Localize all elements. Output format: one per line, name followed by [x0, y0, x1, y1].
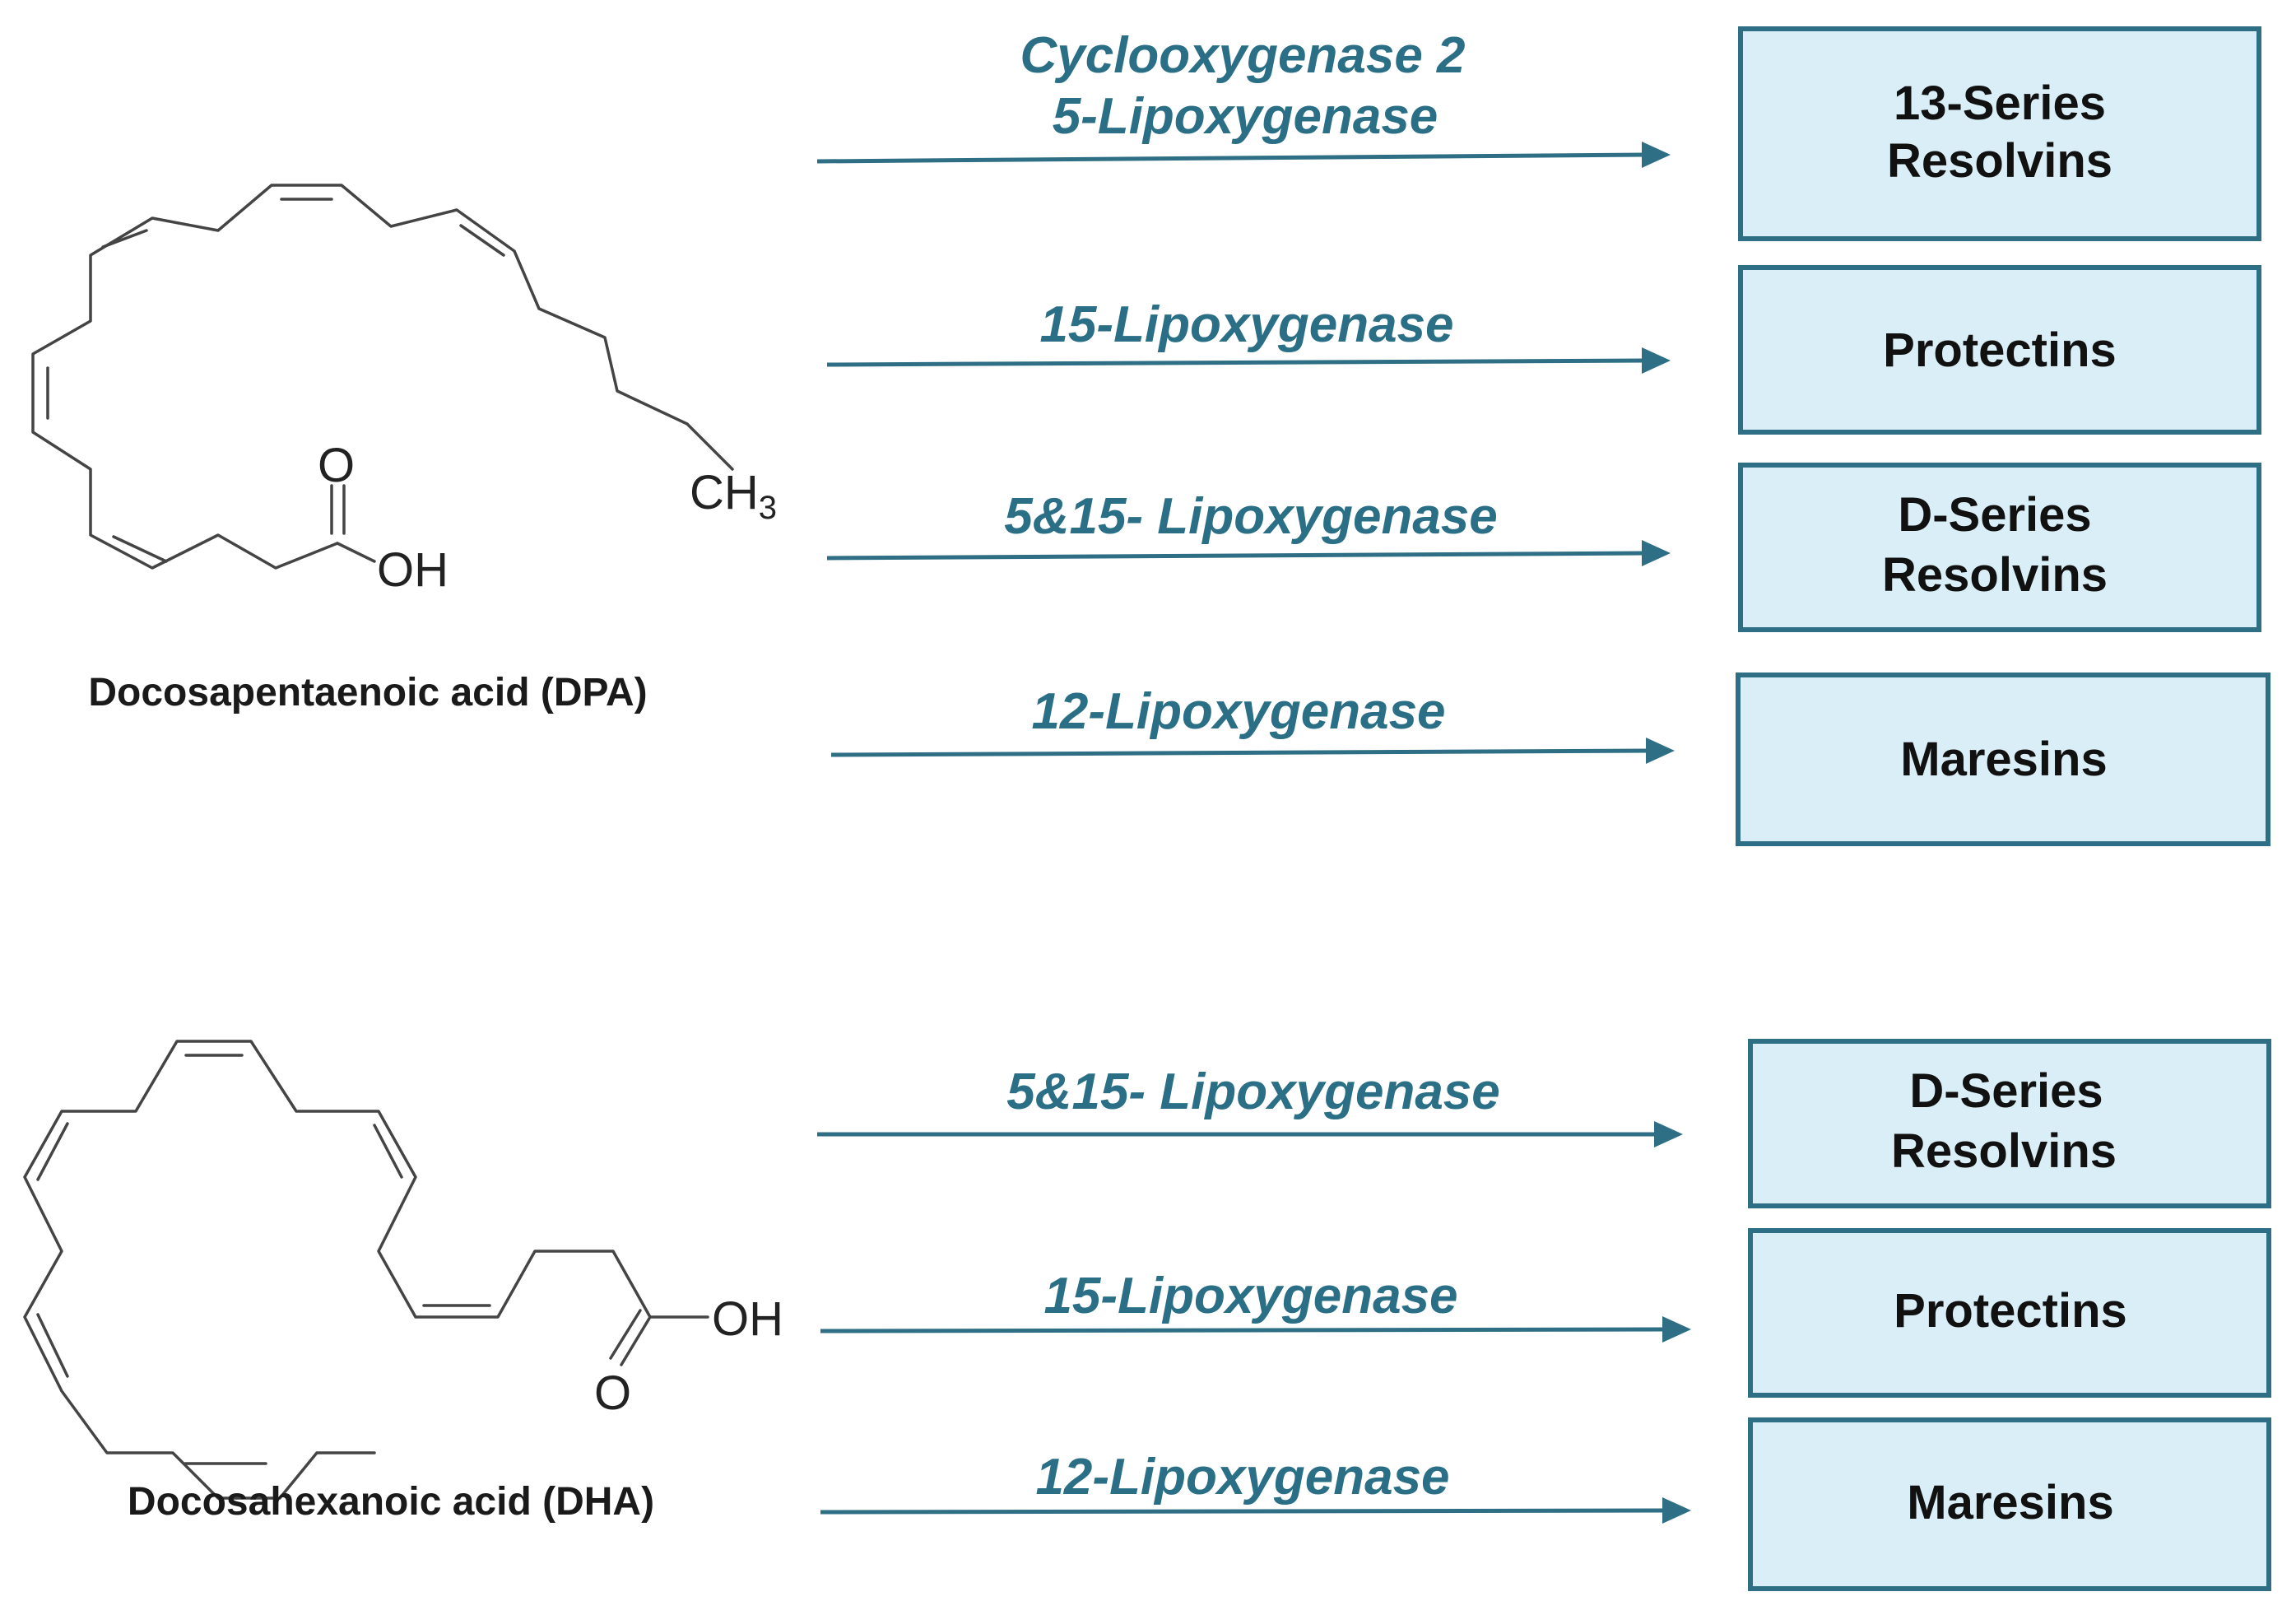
arrow-head [1642, 540, 1671, 566]
enzyme-label: 15-Lipoxygenase [1043, 1268, 1457, 1324]
arrow-head [1662, 1316, 1691, 1343]
dha-carboxyl-bonds [609, 1309, 709, 1366]
dpa-methyl-group: CH3 [690, 466, 777, 526]
arrow [830, 748, 1651, 757]
product-label: Resolvins [1887, 134, 2112, 188]
product-label: Resolvins [1882, 548, 2108, 602]
dha-pathway-12lox: 12-Lipoxygenase Maresins [820, 1417, 2271, 1591]
enzyme-label: Cyclooxygenase 2 [1020, 27, 1465, 84]
product-box [1738, 265, 2261, 435]
dha-label: Docosahexanoic acid (DHA) [128, 1480, 654, 1524]
dpa-carboxyl-bonds [330, 484, 376, 563]
product-label: 13-Series [1894, 77, 2106, 130]
dpa-pathway-cox2-5lox: Cyclooxygenase 2 5-Lipoxygenase 13-Serie… [816, 26, 2261, 241]
dpa-label: Docosapentaenoic acid (DPA) [88, 671, 647, 714]
dpa-oxygen-atom: O [318, 439, 355, 492]
enzyme-label: 5-Lipoxygenase [1053, 88, 1438, 145]
dha-hydroxyl-group: OH [712, 1292, 783, 1346]
product-label: Maresins [1900, 733, 2107, 786]
arrow [820, 1327, 1667, 1333]
product-label: D-Series [1898, 488, 2091, 542]
dha-carbon-chain [23, 1040, 652, 1500]
dpa-carbon-chain [31, 184, 734, 570]
dha-double-bonds [36, 1054, 491, 1465]
enzyme-label: 12-Lipoxygenase [1031, 683, 1445, 740]
arrow-head [1642, 142, 1671, 168]
dha-structure: OH O [23, 1040, 783, 1500]
dpa-hydroxyl-group: OH [377, 543, 449, 597]
dha-oxygen-atom: O [594, 1366, 631, 1420]
arrow-head [1662, 1497, 1691, 1524]
dpa-pathway-5-15lox: 5&15- Lipoxygenase D-Series Resolvins [826, 463, 2261, 632]
product-label: Protectins [1894, 1284, 2127, 1338]
product-label: Maresins [1907, 1476, 2113, 1529]
dpa-pathway-15lox: 15-Lipoxygenase Protectins [826, 265, 2261, 435]
dpa-double-bonds [46, 198, 505, 563]
arrow [826, 551, 1647, 561]
product-label: Protectins [1883, 323, 2117, 377]
enzyme-label: 12-Lipoxygenase [1035, 1449, 1449, 1506]
product-label: D-Series [1909, 1064, 2103, 1118]
arrow-head [1642, 347, 1671, 374]
arrow-head [1654, 1121, 1683, 1147]
product-box [1748, 1039, 2271, 1208]
product-box [1738, 26, 2261, 241]
enzyme-label: 5&15- Lipoxygenase [1006, 1063, 1500, 1120]
product-box [1748, 1228, 2271, 1398]
product-box [1736, 673, 2270, 846]
enzyme-label: 15-Lipoxygenase [1039, 296, 1453, 353]
product-box [1748, 1417, 2271, 1591]
product-label: Resolvins [1891, 1124, 2117, 1178]
arrow-head [1646, 738, 1675, 764]
product-box [1738, 463, 2261, 632]
dha-pathway-5-15lox: 5&15- Lipoxygenase D-Series Resolvins [817, 1039, 2271, 1208]
arrow [826, 358, 1647, 367]
arrow [820, 1508, 1667, 1515]
dha-pathway-15lox: 15-Lipoxygenase Protectins [820, 1228, 2271, 1398]
dpa-pathway-12lox: 12-Lipoxygenase Maresins [830, 673, 2270, 846]
arrow [816, 152, 1647, 164]
dpa-structure: O OH CH3 [31, 184, 777, 597]
enzyme-label: 5&15- Lipoxygenase [1004, 488, 1498, 545]
